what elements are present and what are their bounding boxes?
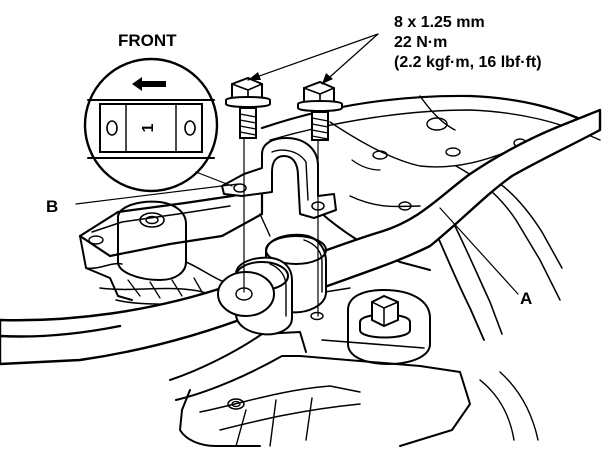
callout-a-leader [439, 207, 519, 295]
spec-leader-left [247, 33, 379, 81]
spec-arrowhead-left [248, 72, 261, 80]
front-arrow-icon [132, 77, 166, 91]
torque-spec-kgf-lbf: (2.2 kgf·m, 16 lbf·ft) [394, 54, 542, 71]
callout-a: A [520, 289, 532, 308]
detail-leader-line [195, 171, 233, 187]
torque-spec-size: 8 x 1.25 mm [394, 14, 485, 31]
subframe [78, 94, 602, 447]
callout-b: B [46, 197, 58, 216]
bar-end-section [217, 271, 275, 317]
bushing-alignment-mark: 1 [140, 123, 157, 132]
bolt-right [297, 80, 343, 141]
bracket-bolt-hole-left [233, 183, 247, 193]
front-label: FRONT [118, 31, 177, 50]
stabilizer-bracket [221, 137, 337, 219]
callout-b-leader [75, 183, 239, 205]
spec-leader-right [321, 33, 379, 85]
torque-spec-nm: 22 N·m [394, 34, 447, 51]
detail-magnifier [83, 57, 219, 193]
bolt-left [225, 76, 271, 139]
spec-arrowhead-right [322, 73, 333, 84]
mount-bolt [359, 294, 411, 339]
